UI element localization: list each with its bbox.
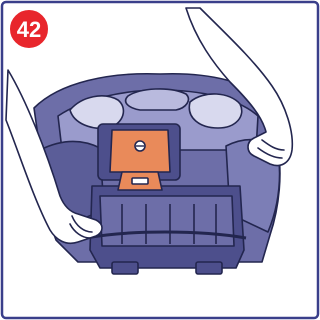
step-number-badge: 42 bbox=[9, 9, 49, 49]
step-number: 42 bbox=[17, 17, 41, 42]
release-plate-icon bbox=[98, 124, 180, 190]
